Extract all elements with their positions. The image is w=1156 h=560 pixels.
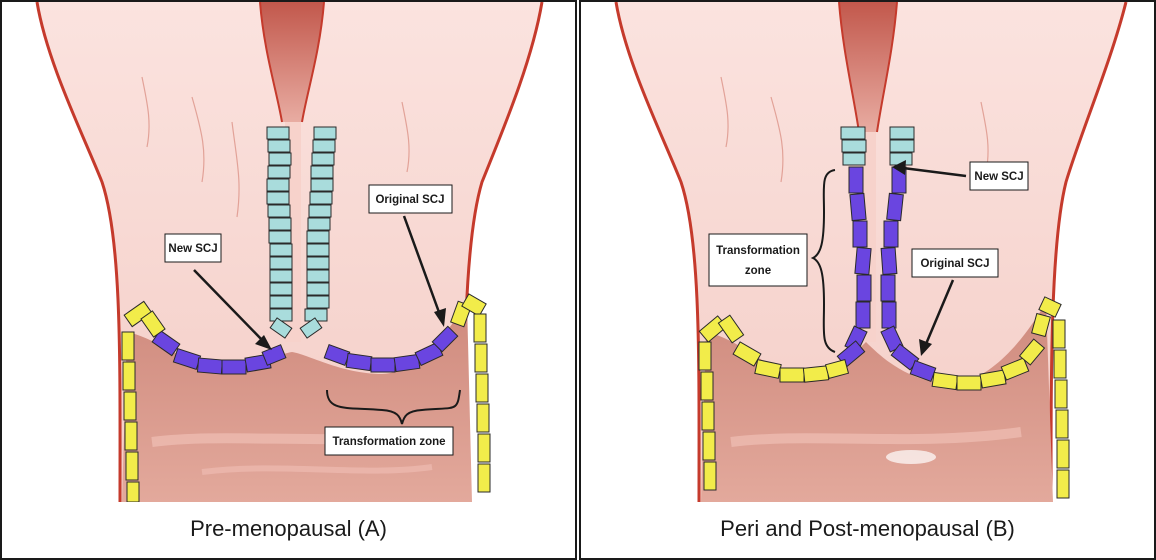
- svg-text:Transformation zone: Transformation zone: [332, 436, 445, 448]
- cervix-diagram-b: New SCJ Original SCJ Transformation zone: [581, 2, 1156, 502]
- panel-pre-menopausal: New SCJ Original SCJ Transformation zone…: [0, 0, 577, 560]
- new-scj-label: New SCJ: [970, 162, 1028, 190]
- caption-peri-post-menopausal: Peri and Post-menopausal (B): [581, 502, 1154, 556]
- original-scj-label: Original SCJ: [369, 185, 452, 213]
- transformation-zone-label: Transformation zone: [709, 234, 807, 286]
- svg-text:New SCJ: New SCJ: [974, 171, 1023, 183]
- svg-text:New SCJ: New SCJ: [168, 243, 217, 255]
- svg-text:Original SCJ: Original SCJ: [920, 258, 989, 270]
- transformation-zone-label: Transformation zone: [325, 427, 453, 455]
- caption-pre-menopausal: Pre-menopausal (A): [2, 502, 575, 556]
- panel-peri-post-menopausal: New SCJ Original SCJ Transformation zone…: [579, 0, 1156, 560]
- cervix-diagram-a: New SCJ Original SCJ Transformation zone: [2, 2, 577, 502]
- svg-text:Original SCJ: Original SCJ: [375, 194, 444, 206]
- svg-text:Transformation: Transformation: [716, 245, 800, 257]
- original-scj-label: Original SCJ: [912, 249, 998, 277]
- new-scj-label: New SCJ: [165, 234, 221, 262]
- columnar-epithelium-left: [267, 127, 292, 338]
- svg-text:zone: zone: [745, 265, 771, 277]
